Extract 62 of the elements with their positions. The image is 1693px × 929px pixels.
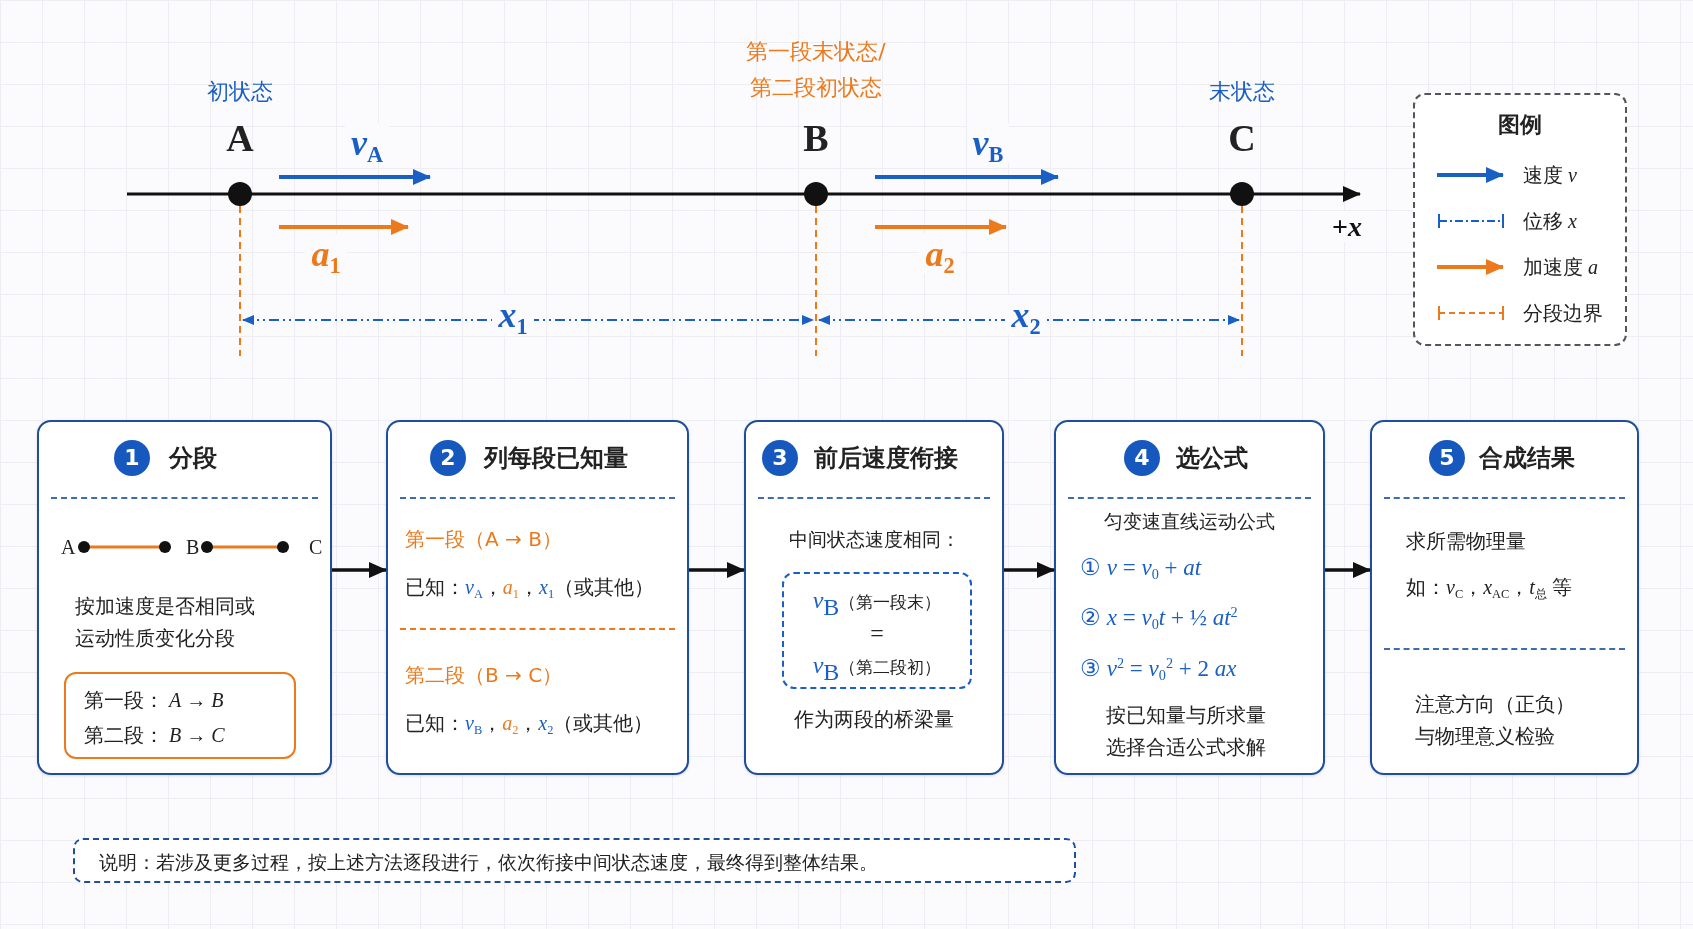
step-box <box>1370 420 1639 775</box>
step-box <box>1054 420 1325 775</box>
point-label: A <box>61 535 76 560</box>
description-text: 按已知量与所求量选择合适公式求解 <box>1105 702 1267 761</box>
arrow <box>1325 562 1371 578</box>
segment-heading: 第一段（A → B） <box>405 526 562 553</box>
note-box <box>73 838 1076 883</box>
arrow <box>332 562 387 578</box>
velocity-label: v$_{A}$ <box>317 122 417 164</box>
legend-title: 图例 <box>1498 111 1542 139</box>
arrow <box>689 562 745 578</box>
legend-label: 分段边界 <box>1523 301 1603 326</box>
number-badge: 1 <box>114 440 150 476</box>
acceleration-label: a$_{1}$ <box>276 233 376 275</box>
number-badge: 5 <box>1429 440 1465 476</box>
velocity-label: v$_{B}$ <box>938 122 1038 164</box>
description-text: 求所需物理量 <box>1406 528 1526 555</box>
legend-label: 加速度 a <box>1523 255 1598 280</box>
legend-label: 速度 v <box>1523 163 1577 188</box>
formula-text: ① v = v$_{0}$ + at <box>1080 553 1202 584</box>
point-label: C <box>309 535 323 560</box>
description-text: 作为两段的桥梁量 <box>794 706 954 733</box>
point-label: A <box>225 116 255 160</box>
step-box <box>744 420 1004 775</box>
description-text: 匀变速直线运动公式 <box>1104 509 1275 534</box>
box-title: 合成结果 <box>1479 443 1575 474</box>
box-title: 选公式 <box>1176 443 1248 474</box>
description-text: 注意方向（正负）与物理意义检验 <box>1415 691 1576 750</box>
point-label: B <box>802 116 830 160</box>
state-label: 初状态 <box>206 78 274 106</box>
number-badge: 4 <box>1124 440 1160 476</box>
equals-sign: = <box>870 619 884 648</box>
formula-text: ② x = v$_{0}$t + ½ at$^{2}$ <box>1080 602 1238 634</box>
note-text: 说明：若涉及更多过程，按上述方法逐段进行，依次衔接中间状态速度，最终得到整体结果。 <box>99 850 878 875</box>
highlight-box <box>782 572 972 689</box>
box-title: 前后速度衔接 <box>814 443 958 474</box>
displacement-label: x$_{2}$ <box>976 294 1076 336</box>
description-text: 按加速度是否相同或运动性质变化分段 <box>75 593 256 652</box>
segment-text: 第一段： A → B <box>84 688 224 713</box>
box-title: 列每段已知量 <box>484 443 628 474</box>
description-text: 中间状态速度相同： <box>788 527 960 552</box>
step-box <box>37 420 332 775</box>
formula-text: ③ v$^{2}$ = v$_{0}$$^{2}$ + 2 ax <box>1080 653 1237 685</box>
number-badge: 2 <box>430 440 466 476</box>
axis-label: +x <box>1297 211 1397 243</box>
point-label: C <box>1227 116 1257 160</box>
step-box <box>386 420 689 775</box>
box-title: 分段 <box>169 443 217 474</box>
segment-heading: 第二段（B → C） <box>405 662 563 689</box>
arrow <box>1004 562 1055 578</box>
displacement-label: x$_{1}$ <box>463 294 563 336</box>
acceleration-label: a$_{2}$ <box>890 233 990 275</box>
number-badge: 3 <box>762 440 798 476</box>
example-text: 如：v$_{C}$，x$_{AC}$，t$_{总}$ 等 <box>1406 575 1572 603</box>
known-text: 已知：v$_{B}$，a$_{2}$，x$_{2}$（或其他） <box>405 711 654 739</box>
point-label: B <box>186 535 200 560</box>
state-label: 第一段末状态/第二段初状态 <box>745 38 887 102</box>
legend-label: 位移 x <box>1523 209 1577 234</box>
segment-text: 第二段： B → C <box>84 723 225 748</box>
state-label: 末状态 <box>1208 78 1276 106</box>
known-text: 已知：v$_{A}$，a$_{1}$，x$_{1}$（或其他） <box>405 575 655 603</box>
highlight-box <box>64 672 296 759</box>
